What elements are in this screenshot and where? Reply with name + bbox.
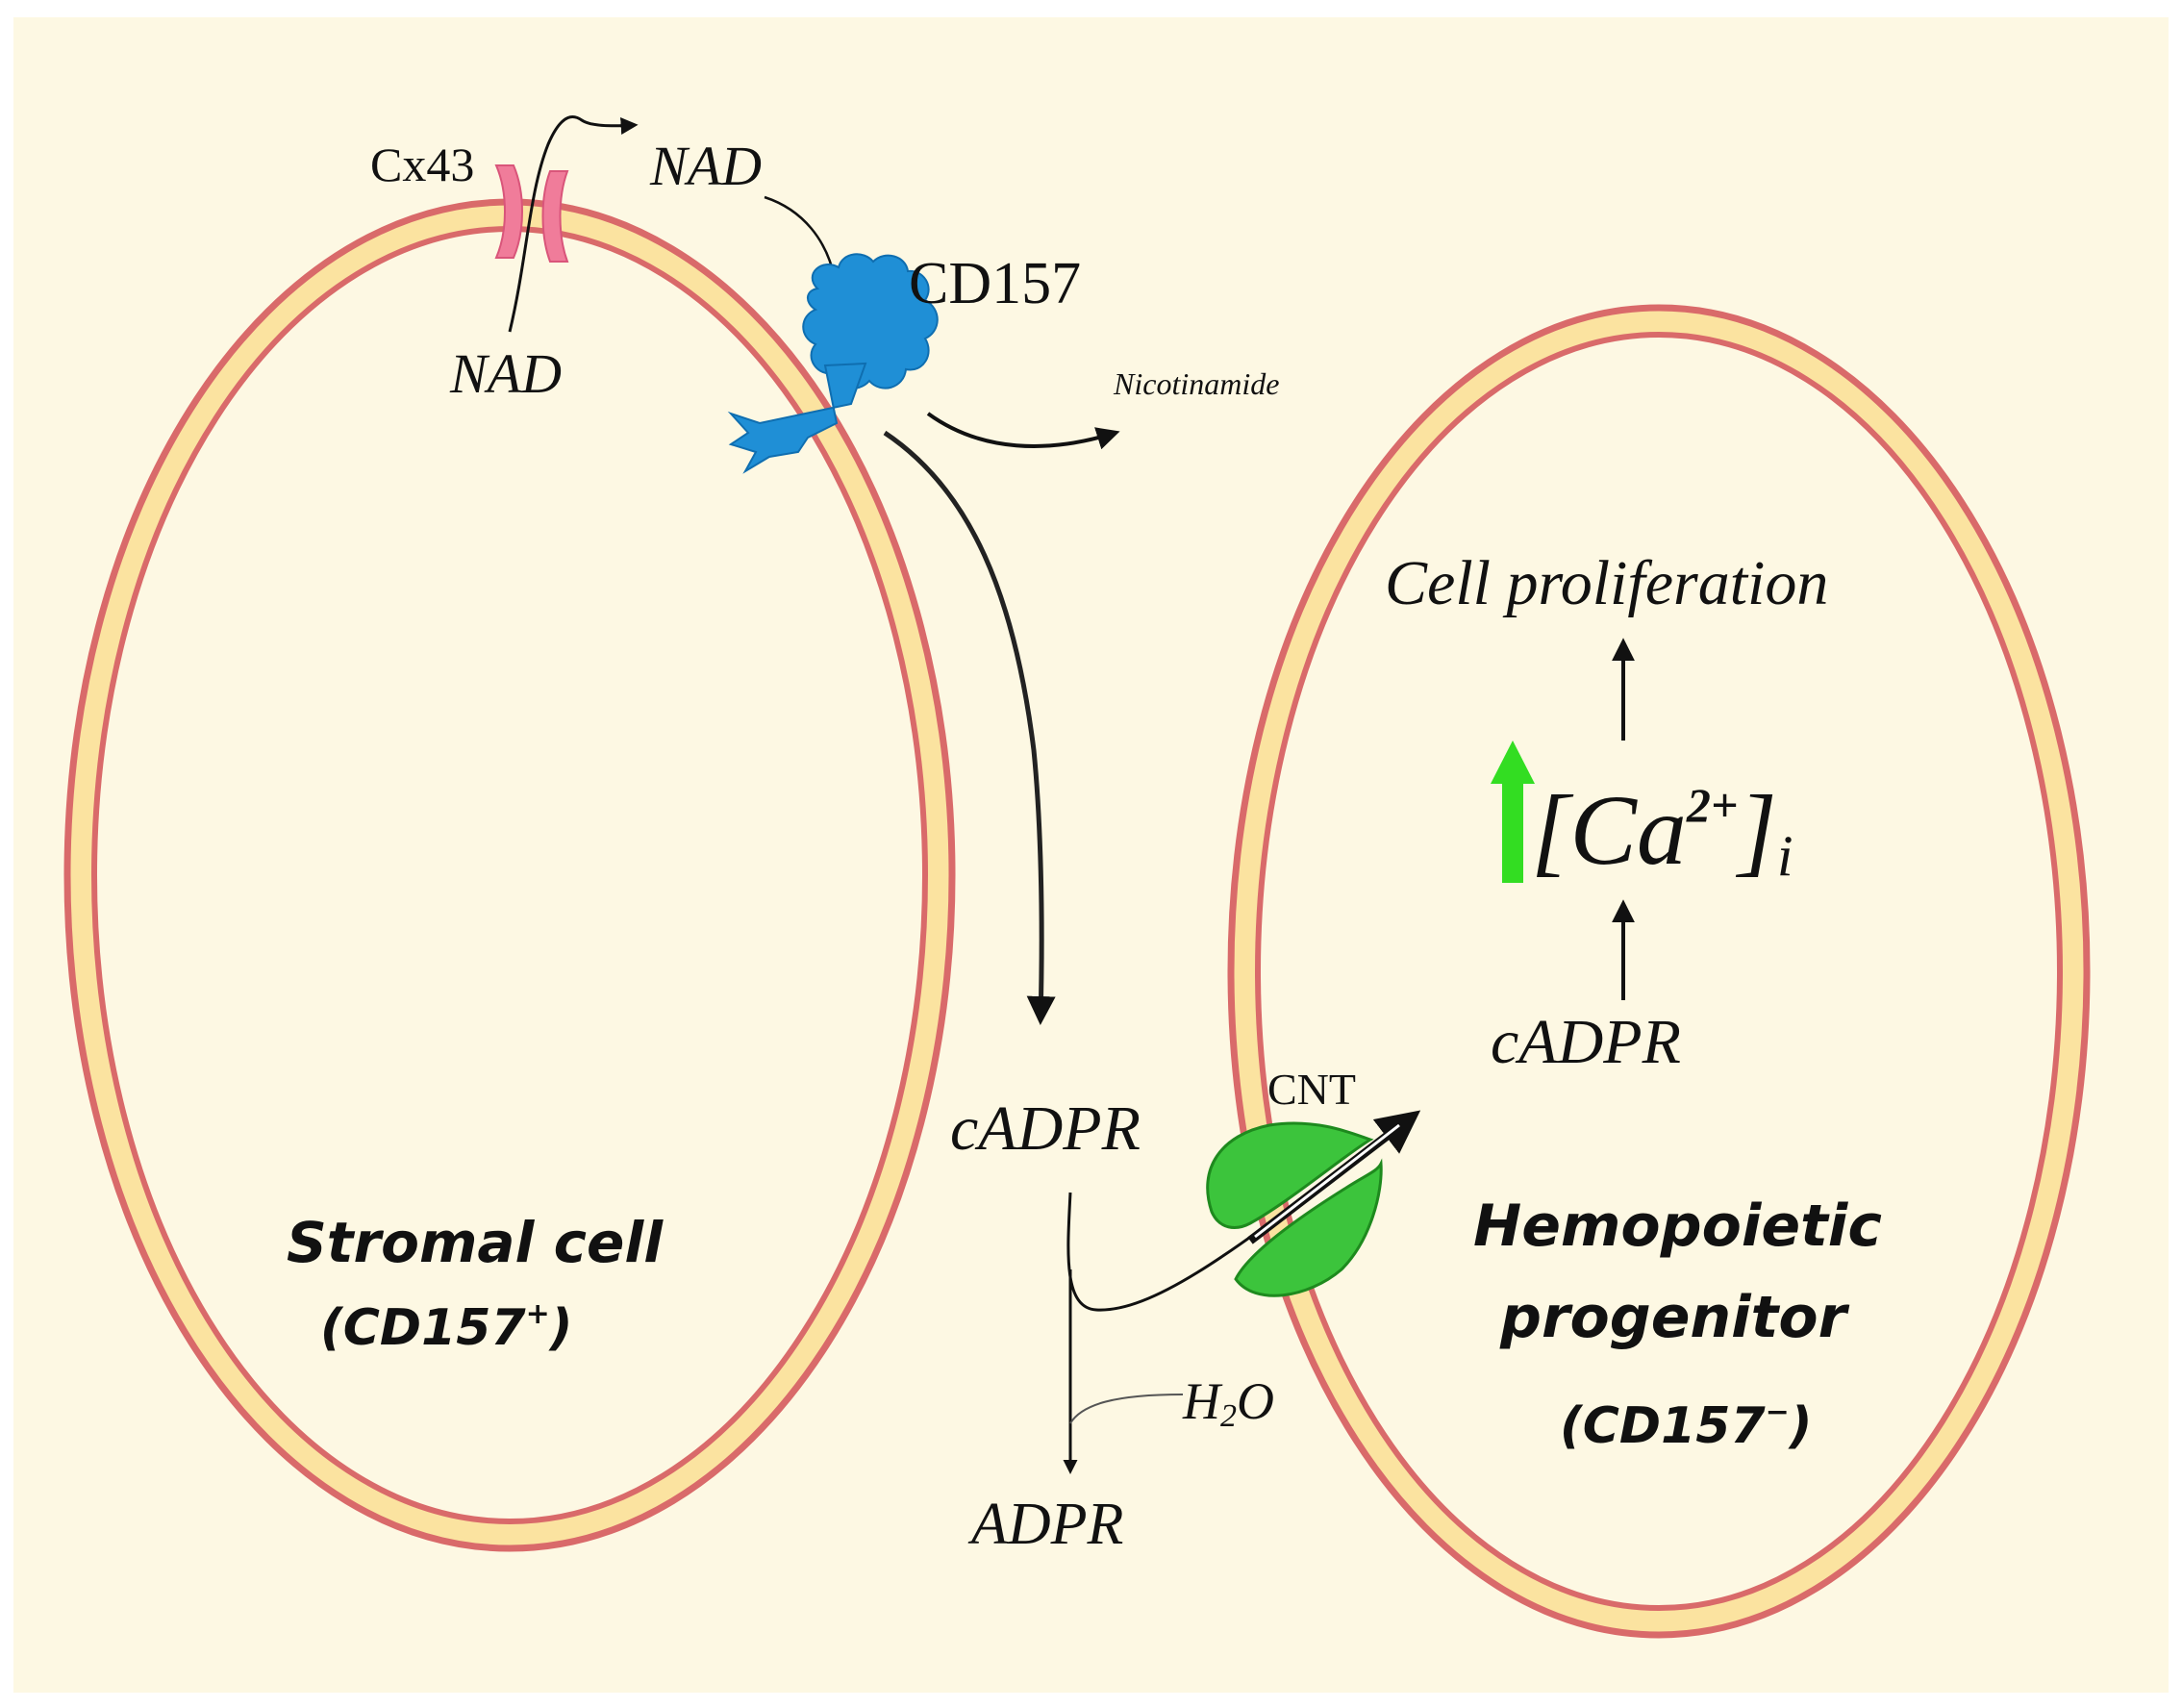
- nad-extracellular-label: NAD: [649, 135, 762, 197]
- cadpr-production-arrow: [883, 430, 1056, 1025]
- cnt-label: CNT: [1267, 1065, 1356, 1114]
- stromal-cell-subtitle: (CD157+): [320, 1297, 573, 1357]
- cnt-transport-arrow-inner: [1254, 1123, 1400, 1239]
- cadpr-extracellular-label: cADPR: [950, 1093, 1141, 1164]
- cell-proliferation-label: Cell proliferation: [1385, 548, 1828, 618]
- cx43-label: Cx43: [370, 138, 474, 191]
- nicotinamide-label: Nicotinamide: [1113, 366, 1279, 401]
- nad-export-arrow: [508, 114, 639, 333]
- cd157-enzyme-icon: [727, 253, 939, 474]
- cx43-hemichannel-icon: [494, 164, 569, 263]
- calcium-concentration-label: [Ca2+]i: [1531, 775, 1793, 888]
- up-arrow-icon: [1491, 741, 1535, 883]
- cnt-transporter-icon: [1206, 1121, 1383, 1297]
- h2o-line: [1069, 1394, 1184, 1424]
- cadpr-intracellular-label: cADPR: [1491, 1007, 1681, 1077]
- cd157-label: CD157: [909, 251, 1081, 316]
- stromal-cell-membrane: [63, 198, 956, 1552]
- stromal-cell-title: Stromal cell: [287, 1210, 664, 1275]
- hemopoietic-subtitle: (CD157−): [1560, 1395, 1813, 1455]
- h2o-label: H2O: [1182, 1372, 1274, 1434]
- hemopoietic-cell-membrane: [1227, 304, 2091, 1639]
- hemopoietic-title-line1: Hemopoietic: [1473, 1193, 1882, 1260]
- nicotinamide-arrow: [926, 412, 1120, 450]
- nad-inside-label: NAD: [449, 342, 562, 405]
- hemopoietic-title-line2: progenitor: [1499, 1284, 1850, 1351]
- adpr-label: ADPR: [967, 1492, 1123, 1557]
